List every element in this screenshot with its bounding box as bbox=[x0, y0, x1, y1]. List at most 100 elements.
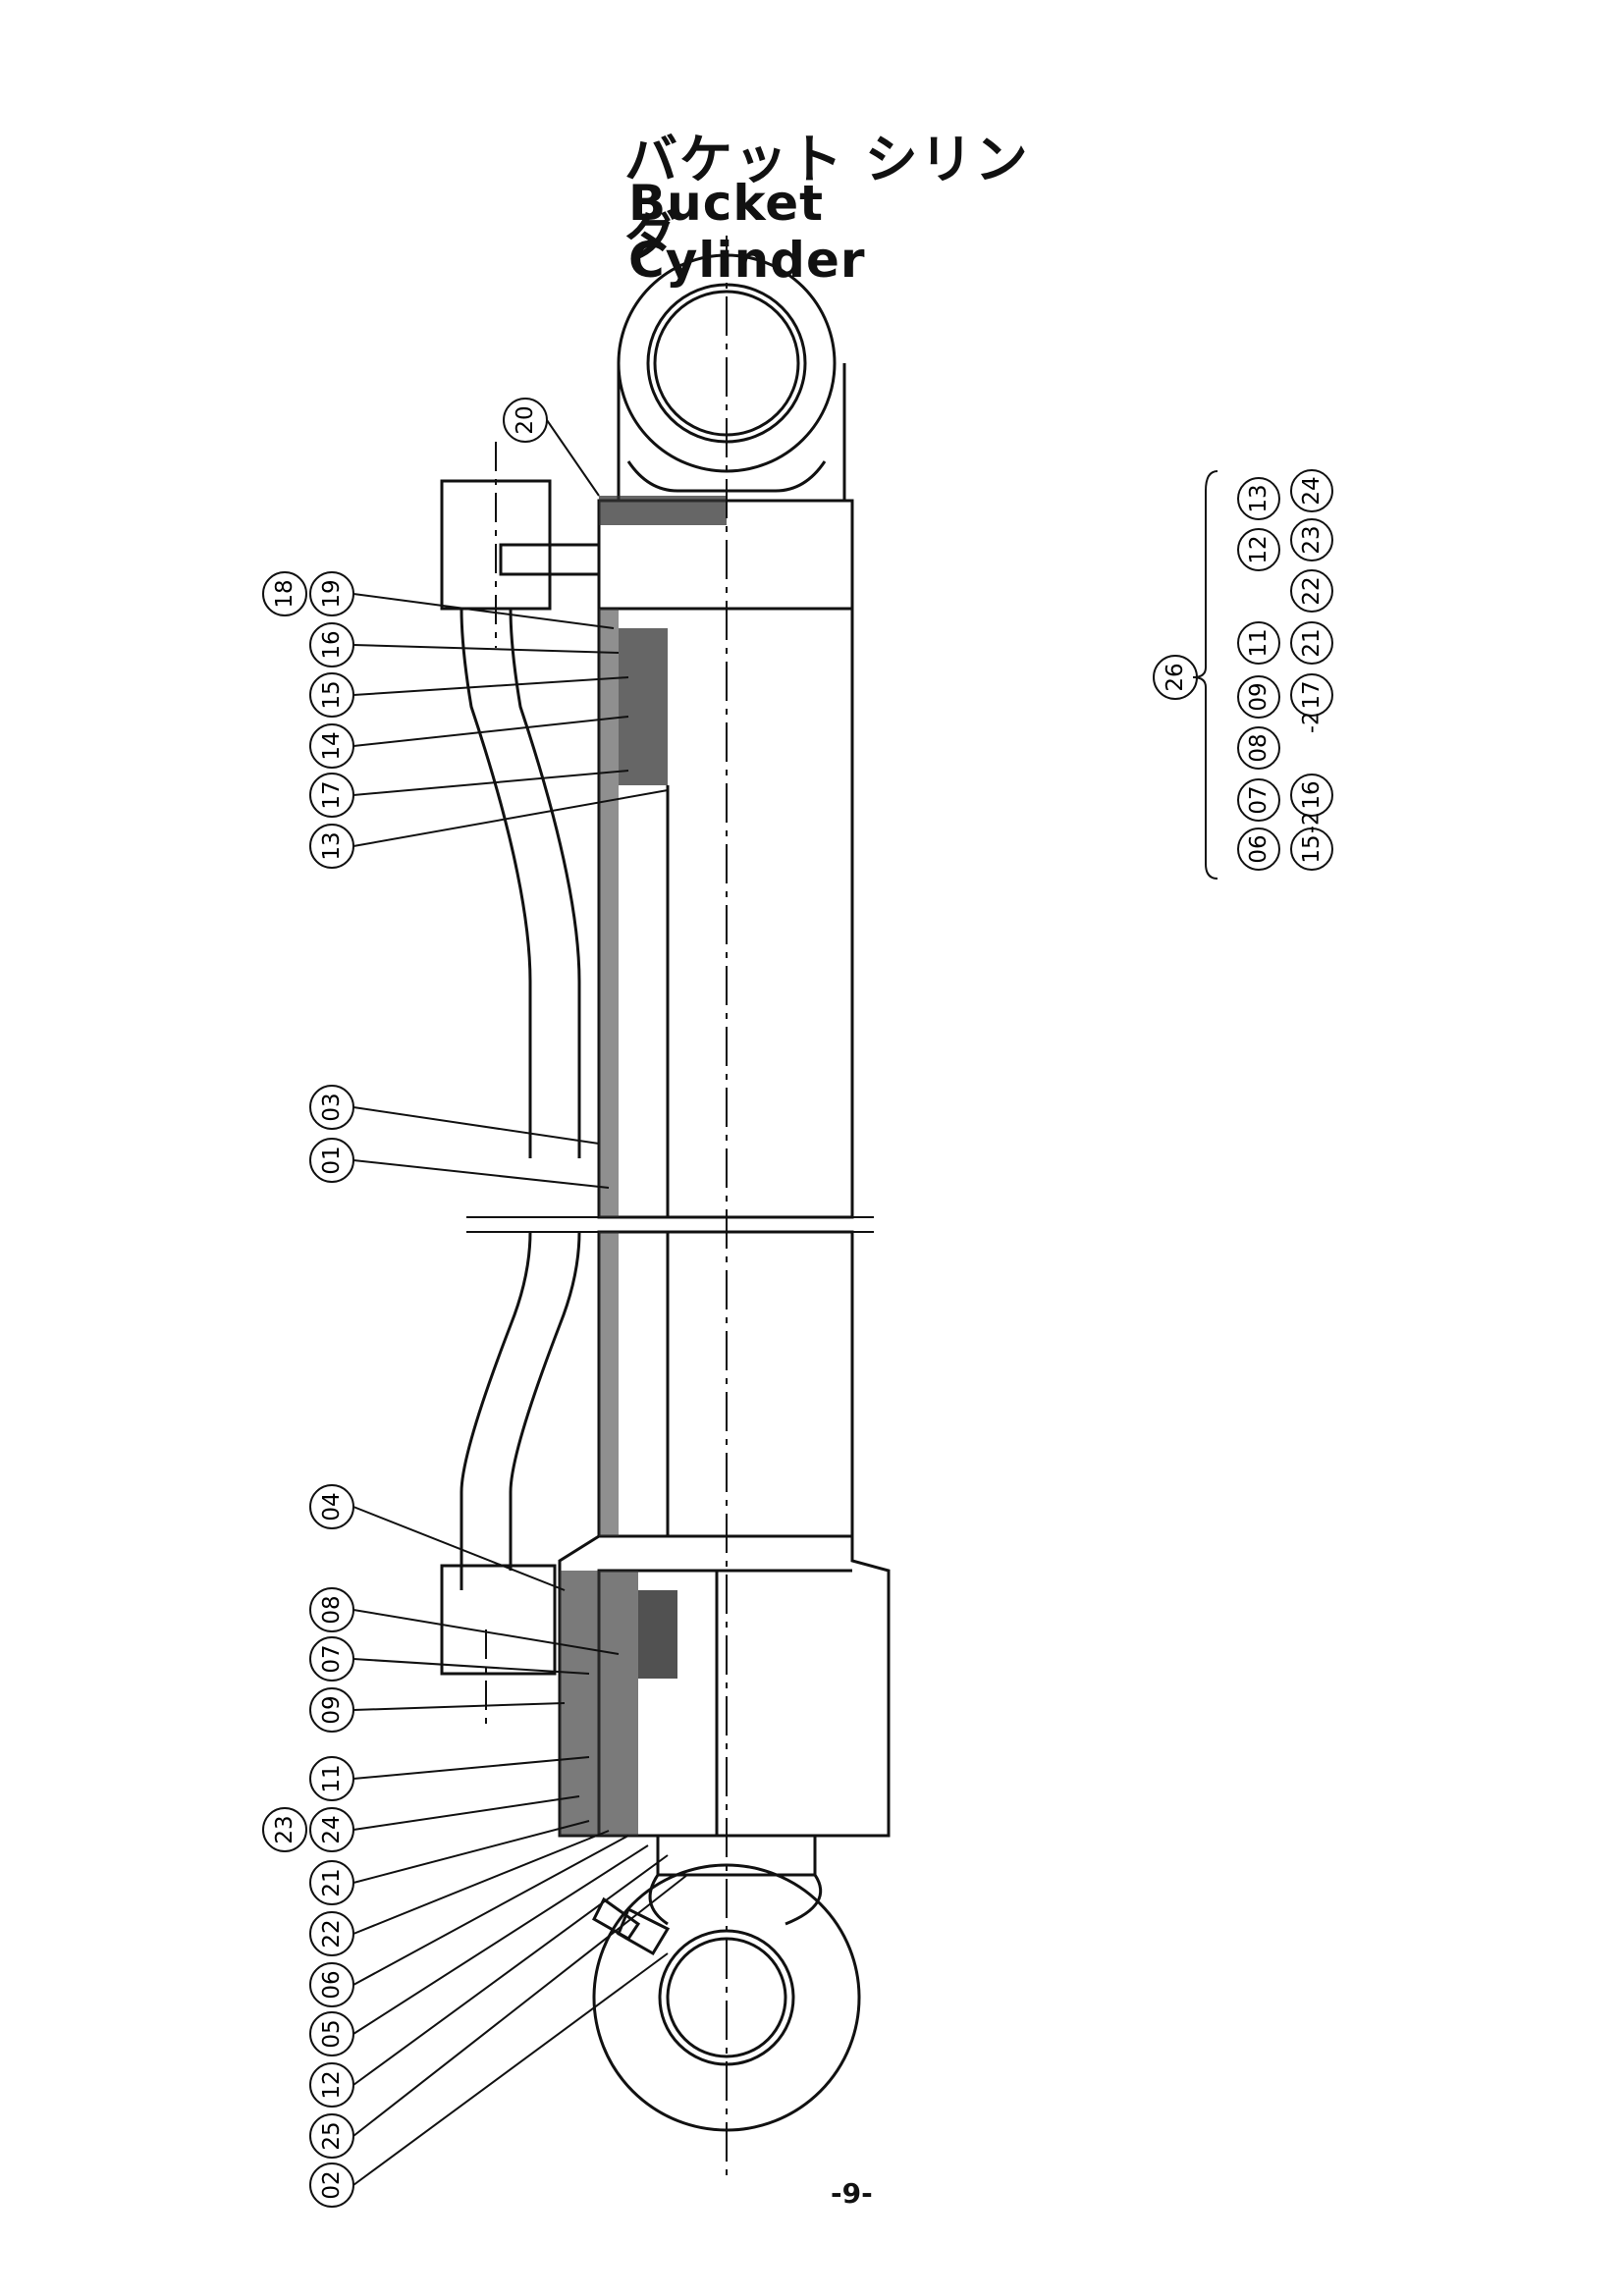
svg-text:07: 07 bbox=[319, 1644, 345, 1673]
callout-18: 18 bbox=[262, 571, 307, 616]
kit-part-16: 16 bbox=[1290, 774, 1333, 817]
leader-line bbox=[352, 1820, 590, 1884]
svg-text:17: 17 bbox=[1299, 680, 1325, 709]
svg-text:05: 05 bbox=[319, 2019, 345, 2048]
piston-rod bbox=[656, 1834, 817, 1877]
svg-text:03: 03 bbox=[319, 1093, 345, 1121]
callout-20: 20 bbox=[503, 398, 548, 443]
kit-suffix: -2 bbox=[1300, 712, 1325, 733]
svg-text:13: 13 bbox=[319, 831, 345, 860]
leader-line bbox=[352, 1506, 566, 1591]
callout-22: 22 bbox=[309, 1911, 354, 1956]
callout-13: 13 bbox=[309, 824, 354, 869]
kit-part-23: 23 bbox=[1290, 518, 1333, 561]
kit-part-08: 08 bbox=[1237, 726, 1280, 770]
kit-part-09: 09 bbox=[1237, 675, 1280, 719]
callout-05: 05 bbox=[309, 2011, 354, 2056]
svg-text:11: 11 bbox=[1246, 628, 1271, 657]
svg-text:19: 19 bbox=[319, 579, 345, 608]
callout-25: 25 bbox=[309, 2113, 354, 2159]
svg-text:15: 15 bbox=[1299, 834, 1325, 863]
svg-text:23: 23 bbox=[1299, 525, 1325, 554]
kit-brace bbox=[1192, 470, 1218, 880]
leader-line bbox=[352, 1159, 610, 1189]
svg-text:21: 21 bbox=[319, 1868, 345, 1896]
svg-text:16: 16 bbox=[1299, 780, 1325, 809]
leader-line bbox=[352, 1756, 590, 1780]
svg-text:07: 07 bbox=[1246, 785, 1271, 814]
svg-text:25: 25 bbox=[319, 2121, 345, 2150]
svg-text:22: 22 bbox=[319, 1919, 345, 1948]
kit-part-17: 17 bbox=[1290, 673, 1333, 717]
svg-text:18: 18 bbox=[272, 579, 298, 608]
svg-text:15: 15 bbox=[319, 680, 345, 709]
leader-line bbox=[352, 593, 615, 629]
leader-line bbox=[352, 1658, 590, 1675]
leader-line bbox=[352, 1830, 610, 1935]
svg-text:09: 09 bbox=[1246, 682, 1271, 711]
callout-23: 23 bbox=[262, 1807, 307, 1852]
svg-text:24: 24 bbox=[319, 1815, 345, 1843]
leader-line bbox=[352, 1854, 669, 2086]
callout-08: 08 bbox=[309, 1587, 354, 1632]
leader-line bbox=[352, 716, 629, 747]
svg-text:04: 04 bbox=[319, 1492, 345, 1521]
callout-21: 21 bbox=[309, 1860, 354, 1905]
kit-part-15: 15 bbox=[1290, 828, 1333, 871]
callout-04: 04 bbox=[309, 1484, 354, 1529]
page-number: -9- bbox=[831, 2177, 873, 2210]
leader-line bbox=[352, 1952, 669, 2186]
kit-part-11: 11 bbox=[1237, 621, 1280, 665]
kit-part-06: 06 bbox=[1237, 828, 1280, 871]
svg-text:02: 02 bbox=[319, 2170, 345, 2199]
kit-part-22: 22 bbox=[1290, 569, 1333, 613]
leader-line bbox=[352, 676, 629, 696]
callout-06: 06 bbox=[309, 1962, 354, 2007]
leader-line bbox=[352, 1702, 566, 1711]
callout-14: 14 bbox=[309, 723, 354, 769]
callout-01: 01 bbox=[309, 1138, 354, 1183]
callout-16: 16 bbox=[309, 622, 354, 667]
leader-lines bbox=[352, 419, 688, 2186]
kit-part-07: 07 bbox=[1237, 778, 1280, 822]
svg-text:14: 14 bbox=[319, 731, 345, 760]
svg-text:21: 21 bbox=[1299, 628, 1325, 657]
leader-line bbox=[352, 770, 629, 796]
callout-24: 24 bbox=[309, 1807, 354, 1852]
section-hatch bbox=[560, 496, 727, 1836]
svg-text:08: 08 bbox=[319, 1595, 345, 1624]
kit-part-12: 12 bbox=[1237, 528, 1280, 571]
kit-part-13: 13 bbox=[1237, 477, 1280, 520]
callout-19: 19 bbox=[309, 571, 354, 616]
svg-text:22: 22 bbox=[1299, 576, 1325, 605]
callout-12: 12 bbox=[309, 2062, 354, 2108]
leader-line bbox=[352, 1874, 688, 2137]
kit-callout-26: 26 bbox=[1153, 655, 1198, 700]
svg-text:06: 06 bbox=[1246, 834, 1271, 863]
leader-line bbox=[352, 1609, 620, 1655]
svg-text:01: 01 bbox=[319, 1146, 345, 1174]
kit-part-21: 21 bbox=[1290, 621, 1333, 665]
svg-text:06: 06 bbox=[319, 1970, 345, 1999]
callout-09: 09 bbox=[309, 1687, 354, 1733]
svg-text:16: 16 bbox=[319, 630, 345, 659]
svg-text:12: 12 bbox=[319, 2070, 345, 2099]
leader-line bbox=[352, 1795, 580, 1831]
svg-text:13: 13 bbox=[1246, 484, 1271, 512]
callout-11: 11 bbox=[309, 1756, 354, 1801]
leader-line bbox=[352, 1835, 629, 1986]
svg-text:12: 12 bbox=[1246, 535, 1271, 563]
svg-text:17: 17 bbox=[319, 780, 345, 809]
title-japanese: バケット シリンダ bbox=[624, 129, 1030, 268]
callouts-left: 20 19 18 16 15 14 17 13 03 01 04 08 07 09 11 24 23 21 22 06… bbox=[262, 398, 548, 2208]
svg-text:23: 23 bbox=[272, 1815, 298, 1843]
kit-suffix: -2 bbox=[1300, 812, 1325, 833]
svg-text:09: 09 bbox=[319, 1695, 345, 1724]
svg-text:08: 08 bbox=[1246, 733, 1271, 762]
leader-line bbox=[352, 1844, 649, 2035]
leader-line bbox=[352, 789, 669, 847]
leader-line bbox=[546, 419, 600, 497]
leader-line bbox=[352, 644, 620, 654]
svg-text:26: 26 bbox=[1163, 663, 1188, 691]
